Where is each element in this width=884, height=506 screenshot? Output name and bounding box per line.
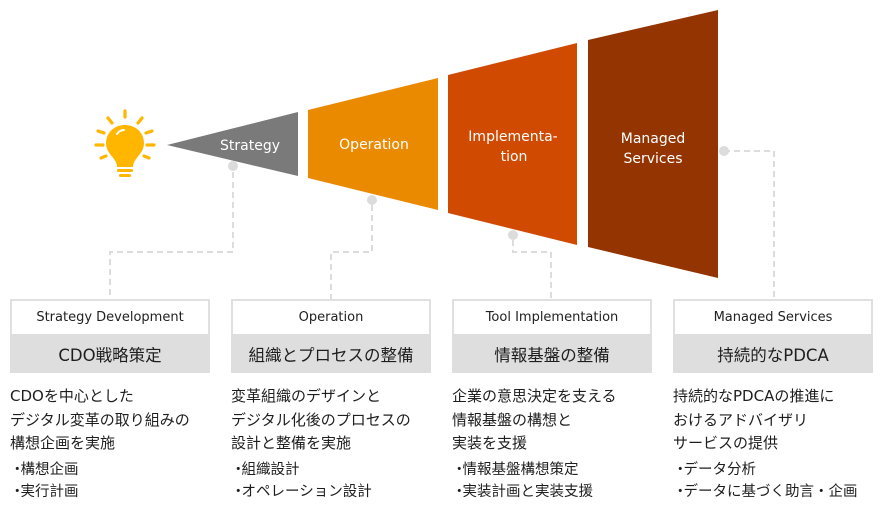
card-title: 組織とプロセスの整備 xyxy=(231,334,431,373)
bullet-item: 情報基盤構想策定 xyxy=(452,459,652,482)
card-description: CDOを中心とした デジタル変革の取り組みの 構想企画を実施 xyxy=(10,387,190,452)
connector-dot-strategy xyxy=(228,161,238,171)
lightbulb-icon xyxy=(94,109,156,177)
card-operation: Operation 組織とプロセスの整備 変革組織のデザインと デジタル化後のプ… xyxy=(231,299,431,504)
stage-strategy-label: Strategy xyxy=(220,138,280,154)
stage-operation-label: Operation xyxy=(339,137,409,153)
stage-strategy-shape[interactable] xyxy=(167,112,298,176)
connector-strategy xyxy=(109,172,234,299)
card-managed-services: Managed Services 持続的なPDCA 持続的なPDCAの推進に お… xyxy=(673,299,873,504)
connector-dot-implementation xyxy=(508,230,518,240)
stage-managed-services-shape[interactable] xyxy=(588,10,718,278)
card-description: 変革組織のデザインと デジタル化後のプロセスの 設計と整備を実施 xyxy=(231,387,411,452)
bullet-item: データに基づく助言・企画 xyxy=(673,481,873,504)
connector-managed-services xyxy=(724,150,775,299)
card-bullets: 構想企画 実行計画 xyxy=(10,459,210,504)
stage-implementation-label: Implementa-tion xyxy=(468,129,557,165)
bullet-item: 実装計画と実装支援 xyxy=(452,481,652,504)
connector-implementation xyxy=(512,240,552,299)
card-description: 持続的なPDCAの推進に おけるアドバイザリ サービスの提供 xyxy=(673,387,835,452)
bullet-item: データ分析 xyxy=(673,459,873,482)
card-heading: Strategy Development xyxy=(10,299,210,334)
connector-operation xyxy=(330,205,373,299)
card-title: 持続的なPDCA xyxy=(673,334,873,373)
card-heading: Managed Services xyxy=(673,299,873,334)
card-heading: Tool Implementation xyxy=(452,299,652,334)
bullet-item: 構想企画 xyxy=(10,459,210,482)
connector-dot-operation xyxy=(367,195,377,205)
connector-dot-managed-services xyxy=(719,146,729,156)
card-title: 情報基盤の整備 xyxy=(452,334,652,373)
funnel-diagram: Strategy Operation Implementa-tion Manag… xyxy=(94,10,775,299)
stage-implementation-shape[interactable] xyxy=(448,43,577,245)
card-bullets: データ分析 データに基づく助言・企画 xyxy=(673,459,873,504)
bullet-item: 組織設計 xyxy=(231,459,431,482)
card-bullets: 情報基盤構想策定 実装計画と実装支援 xyxy=(452,459,652,504)
card-strategy-development: Strategy Development CDO戦略策定 CDOを中心とした デ… xyxy=(10,299,210,504)
stage-operation-shape[interactable] xyxy=(308,78,438,210)
bullet-item: 実行計画 xyxy=(10,481,210,504)
card-description: 企業の意思決定を支える 情報基盤の構想と 実装を支援 xyxy=(452,387,617,452)
card-bullets: 組織設計 オペレーション設計 xyxy=(231,459,431,504)
bullet-item: オペレーション設計 xyxy=(231,481,431,504)
card-title: CDO戦略策定 xyxy=(10,334,210,373)
card-heading: Operation xyxy=(231,299,431,334)
card-tool-implementation: Tool Implementation 情報基盤の整備 企業の意思決定を支える … xyxy=(452,299,652,504)
